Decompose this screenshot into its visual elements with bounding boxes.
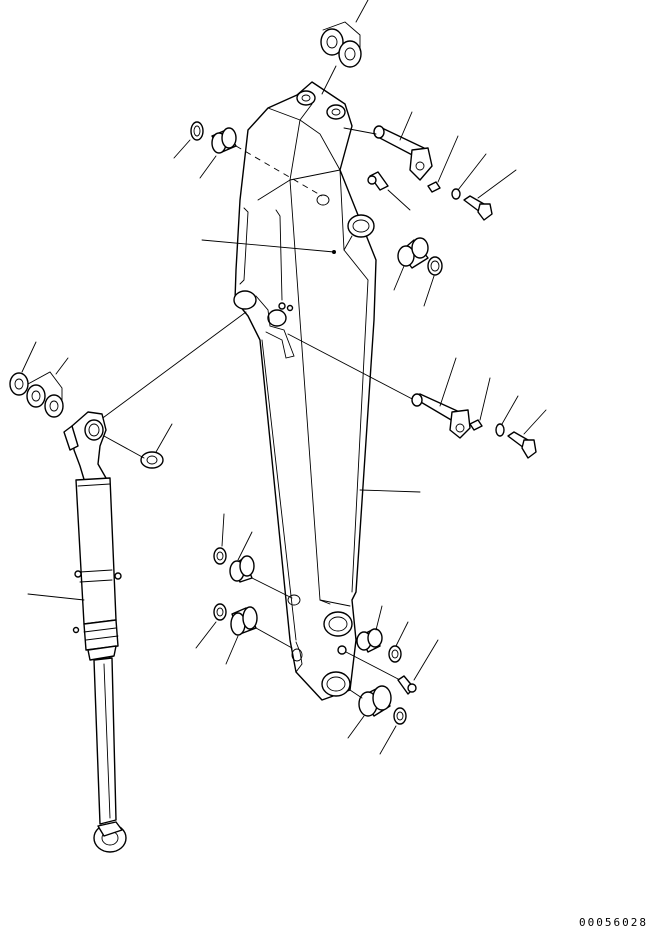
upper-lock-bolt-small [427,181,441,193]
leader-hydraulic-cylinder [27,593,85,601]
leader-lower-right-ring-1 [395,621,409,647]
leader-upper-bolt [477,169,517,199]
leader-top-plates [355,0,369,23]
leader-middle-washer [501,395,519,425]
middle-pin [411,393,471,439]
lower-right-ring-2 [393,707,407,725]
lower-right-bushing-1 [356,628,383,653]
leader-upper-washer [457,153,487,191]
leader-middle-bolt [523,409,547,435]
cylinder-shim-2 [26,384,46,408]
leader-dot-arm [332,250,336,254]
leader-middle-lock-bolt [479,377,491,421]
leader-lower-right-bushing-1 [375,605,383,631]
leader-lower-bushing-to-arm-2 [349,689,363,699]
middle-lock-bolt-small [469,419,483,431]
upper-left-bushing [211,127,237,154]
upper-washer [451,188,461,200]
leader-grease-fitting-lower [345,651,401,681]
drawing-code: 00056028 [579,916,648,929]
cylinder-shim-bracket [27,371,63,401]
leader-upper-left-bushing [199,155,217,179]
leader-lower-left-bushing-1 [237,531,253,561]
leader-lower-left-bushing-2 [225,635,239,665]
leader-lower-bushing-to-arm [251,577,293,599]
cylinder-shim-3 [44,394,64,418]
lower-right-bushing-2 [358,685,392,717]
leader-arm-to-pin [343,127,377,135]
leader-cylinder-to-arm [99,311,247,421]
lower-left-ring-2 [213,603,227,621]
cylinder-spacer [140,451,164,469]
leader-right-bushing-upper [393,265,405,291]
leader-grease-fitting-lower-label [413,639,439,681]
leader-lower-left-ring-1 [221,513,225,547]
upper-bolt [463,195,493,221]
leader-upper-pin [399,111,413,141]
upper-pin [373,125,433,181]
leader-cylinder-shim-1 [21,341,37,373]
middle-bolt [507,431,537,459]
leader-upper-lock-bolt [437,135,459,183]
hydraulic-cylinder [63,411,127,853]
leader-cylinder-shims [55,357,69,375]
middle-washer [495,423,505,437]
leader-lower-right-bushing-2 [347,715,365,739]
lower-left-bushing-2 [230,606,258,636]
leader-lower-right-ring-2 [379,725,397,755]
leader-right-ring-upper [423,275,435,307]
leader-lower-bushing2-to-arm [255,627,293,649]
grease-fitting-upper [367,171,389,191]
leader-arm-side [359,489,421,493]
leader-lower-left-ring-2 [195,621,217,649]
hidden-line-upper-bushing [235,145,323,197]
leader-cylinder-to-spacer [103,435,145,459]
leader-grease-fitting-upper [387,189,411,211]
right-bushing-upper [397,237,429,269]
lower-right-ring-1 [388,645,402,663]
leader-arm-to-mid-pin [287,333,419,403]
leader-cylinder-spacer [155,423,173,453]
cylinder-shim-1 [9,372,29,396]
top-shim-plates [320,21,362,68]
grease-fitting-lower [397,675,417,695]
leader-top-to-pivot [321,65,337,95]
upper-left-snap-ring [190,121,204,141]
right-ring-upper [427,256,443,276]
lower-left-ring-1 [213,547,227,565]
arm-body [233,81,377,701]
leader-middle-pin [439,357,457,407]
leader-upper-left-ring [173,139,191,159]
leader-arm-body [201,239,335,253]
lower-left-bushing-1 [229,555,255,583]
